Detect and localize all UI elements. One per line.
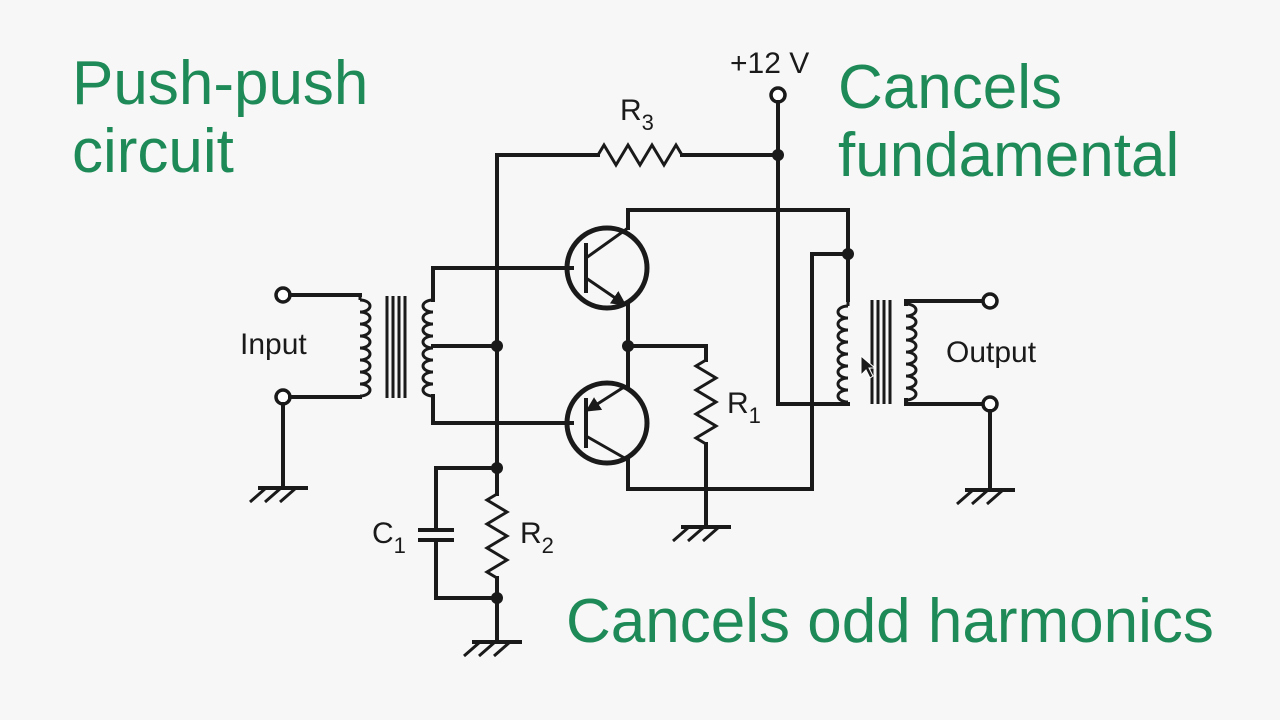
r3-label: R3 bbox=[620, 94, 654, 135]
r1-ground-icon bbox=[672, 525, 731, 543]
resistor-r1 bbox=[693, 358, 719, 446]
output-terminal-bottom bbox=[981, 395, 999, 413]
title-left-line1: Push-push bbox=[72, 49, 369, 118]
input-label: Input bbox=[240, 328, 307, 361]
output-label: Output bbox=[946, 336, 1037, 369]
input-terminal-top bbox=[274, 286, 292, 304]
collector-crossover-wire bbox=[626, 252, 850, 491]
input-terminal-bottom bbox=[274, 388, 292, 406]
title-left-line2: circuit bbox=[72, 117, 234, 186]
input-terminals bbox=[274, 286, 362, 490]
mouse-cursor-icon bbox=[860, 354, 877, 379]
upper-collector-wire bbox=[626, 208, 850, 302]
junction-center-tap bbox=[491, 340, 503, 352]
c1-label: C1 bbox=[372, 517, 406, 558]
title-right-line1: Cancels bbox=[838, 53, 1062, 122]
title-cancels-odd-harmonics: Cancels odd harmonics bbox=[566, 587, 1214, 656]
bias-wire bbox=[495, 153, 600, 470]
title-right-line2: fundamental bbox=[838, 121, 1180, 190]
title-push-push-circuit: Push-push circuit bbox=[72, 50, 368, 186]
r2-ground-icon bbox=[463, 640, 522, 658]
r2-label: R2 bbox=[520, 517, 554, 558]
junction-supply bbox=[772, 149, 784, 161]
lower-transistor bbox=[564, 344, 650, 491]
title-cancels-fundamental: Cancels fundamental bbox=[838, 54, 1179, 190]
supply-terminal bbox=[769, 86, 787, 104]
resistor-r2 bbox=[484, 492, 510, 580]
input-ground-icon bbox=[249, 486, 308, 504]
r1-label: R1 bbox=[727, 387, 761, 428]
supply-label: +12 V bbox=[730, 47, 809, 80]
resistor-r3 bbox=[596, 142, 684, 168]
output-terminal-top bbox=[981, 292, 999, 310]
output-transformer bbox=[836, 299, 985, 406]
input-transformer bbox=[358, 266, 499, 425]
junction-r2-bottom bbox=[491, 592, 503, 604]
output-ground-icon bbox=[956, 488, 1015, 506]
upper-transistor bbox=[564, 208, 650, 348]
